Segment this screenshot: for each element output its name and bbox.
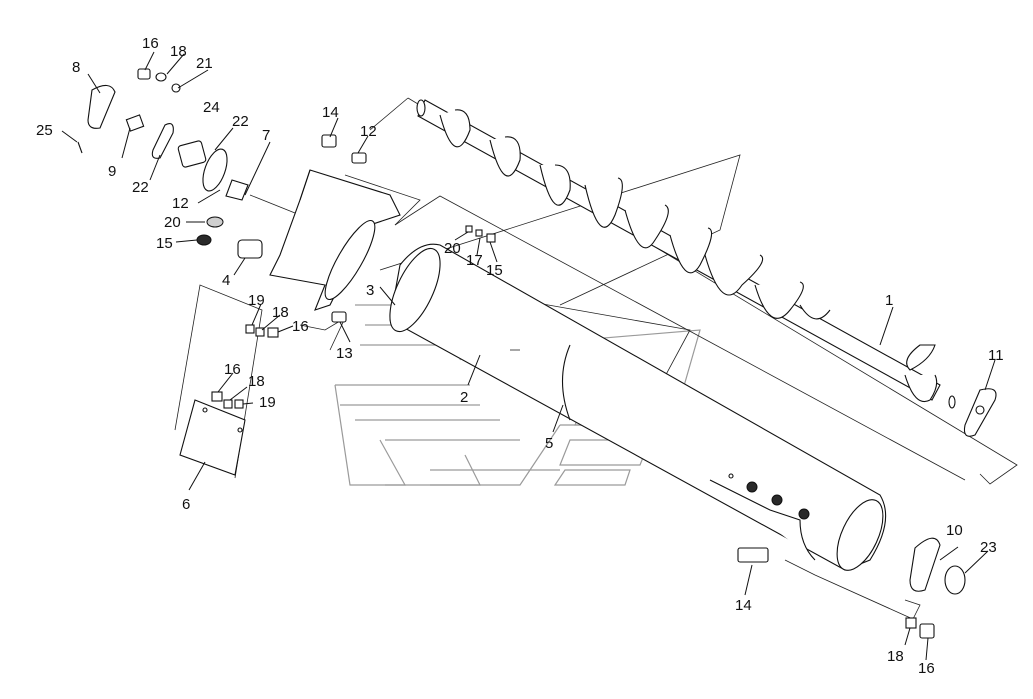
leader-lines [61,51,996,661]
callout-18d: 18 [887,648,904,665]
hardware-right [737,537,966,639]
callout-15a: 15 [156,235,173,252]
callout-16d: 16 [918,660,935,677]
callout-17: 17 [466,252,483,269]
callout-15b: 15 [486,262,503,279]
callout-25: 25 [36,122,53,139]
callout-20b: 20 [444,240,461,257]
callout-14a: 14 [322,104,339,121]
callout-19a: 19 [248,292,265,309]
callout-11: 11 [988,347,1004,364]
callout-1: 1 [885,292,893,309]
callout-18a: 18 [170,43,187,60]
callout-7: 7 [262,127,270,144]
callout-16a: 16 [142,35,159,52]
callout-16c: 16 [224,361,241,378]
callout-labels: 1 2 3 4 5 6 7 8 9 10 11 12 12 13 14 14 1… [36,35,1004,677]
callout-24: 24 [203,99,220,116]
hardware-left [77,68,496,409]
callout-23: 23 [980,539,997,556]
callout-22a: 22 [232,113,249,130]
callout-18c: 18 [248,373,265,390]
end-plate-11 [963,388,997,437]
callout-22b: 22 [132,179,149,196]
callout-12b: 12 [172,195,189,212]
auger-shaft [416,99,956,409]
callout-6: 6 [182,496,190,513]
callout-4: 4 [222,272,230,289]
callout-9: 9 [108,163,116,180]
callout-13: 13 [336,345,353,362]
callout-14b: 14 [735,597,752,614]
callout-19b: 19 [259,394,276,411]
callout-3: 3 [366,282,374,299]
callout-10: 10 [946,522,963,539]
callout-12a: 12 [360,123,377,140]
callout-21: 21 [196,55,213,72]
callout-20a: 20 [164,214,181,231]
cover-plate-6 [179,399,246,476]
callout-8: 8 [72,59,80,76]
callout-5: 5 [545,435,553,452]
bearing-housing-7 [269,169,401,311]
callout-18b: 18 [272,304,289,321]
auger-tube [389,243,887,571]
callout-16b: 16 [292,318,309,335]
callout-2: 2 [460,389,468,406]
